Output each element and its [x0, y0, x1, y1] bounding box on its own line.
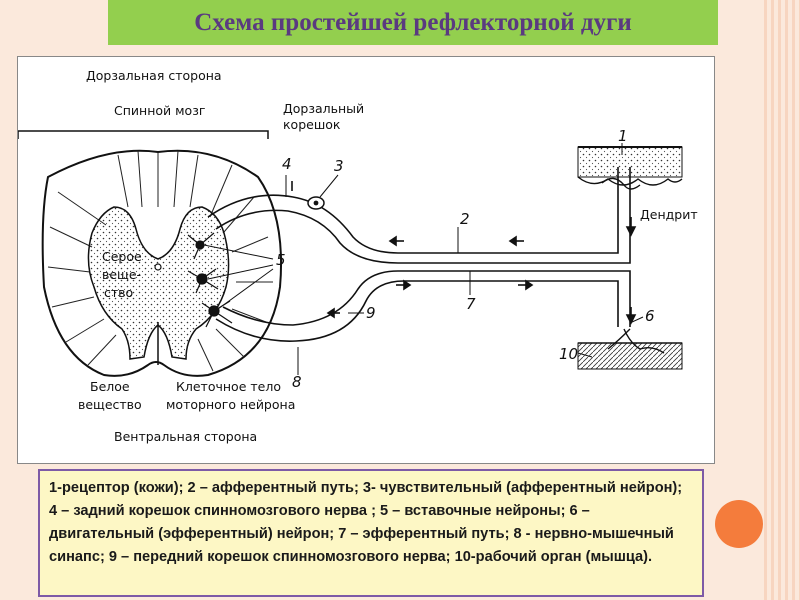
dendrite-label: Дендрит — [640, 207, 698, 222]
number-8: 8 — [292, 373, 302, 391]
reflex-arc-drawing — [18, 130, 683, 377]
reflex-arc-figure: Дорзальная сторона Спинной мозг Дорзальн… — [17, 56, 715, 464]
afferent-path-upper — [207, 167, 619, 254]
ventral-side-label: Вентральная сторона — [114, 429, 258, 444]
afferent-path-lower — [215, 167, 631, 264]
gray-matter — [87, 206, 230, 360]
white-matter-label-2: вещество — [78, 397, 142, 412]
cell-body-label-2: моторного нейрона — [166, 397, 296, 412]
number-5: 5 — [276, 251, 286, 269]
skin-receptor — [577, 146, 683, 190]
number-3: 3 — [334, 157, 344, 175]
decorative-orange-circle — [715, 500, 763, 548]
central-canal — [154, 263, 162, 271]
muscle-effector — [577, 328, 683, 370]
direction-arrows — [291, 181, 637, 325]
number-2: 2 — [460, 210, 470, 228]
number-7: 7 — [466, 295, 476, 313]
number-10: 10 — [559, 345, 579, 363]
decorative-stripes — [764, 0, 800, 600]
cell-body-label-1: Клеточное тело — [176, 379, 281, 394]
title-bar: Схема простейшей рефлекторной дуги — [108, 0, 718, 45]
dorsal-root-label-1: Дорзальный — [283, 101, 365, 116]
number-9: 9 — [366, 304, 376, 322]
white-matter-label-1: Белое — [90, 379, 130, 394]
spinal-cord-label: Спинной мозг — [114, 103, 206, 118]
number-1: 1 — [618, 127, 628, 145]
white-matter-lines — [47, 150, 273, 372]
legend-caption-box: 1-рецептор (кожи); 2 – афферентный путь;… — [38, 469, 704, 597]
number-leaders — [285, 143, 644, 375]
number-6: 6 — [645, 307, 655, 325]
number-4: 4 — [282, 155, 292, 173]
gray-matter-label-2: веще- — [102, 267, 142, 282]
label-5-leaders — [203, 244, 274, 310]
efferent-path-lower — [215, 280, 619, 342]
slide-title: Схема простейшей рефлекторной дуги — [194, 8, 632, 36]
efferent-path-upper — [222, 270, 631, 327]
gray-matter-label-1: Серое — [102, 249, 142, 264]
dorsal-side-label: Дорзальная сторона — [86, 68, 222, 83]
spinal-cord-brace — [18, 130, 269, 139]
gray-matter-label-3: ство — [104, 285, 134, 300]
dorsal-root-label-2: корешок — [283, 117, 341, 132]
legend-caption-text: 1-рецептор (кожи); 2 – афферентный путь;… — [49, 480, 683, 565]
